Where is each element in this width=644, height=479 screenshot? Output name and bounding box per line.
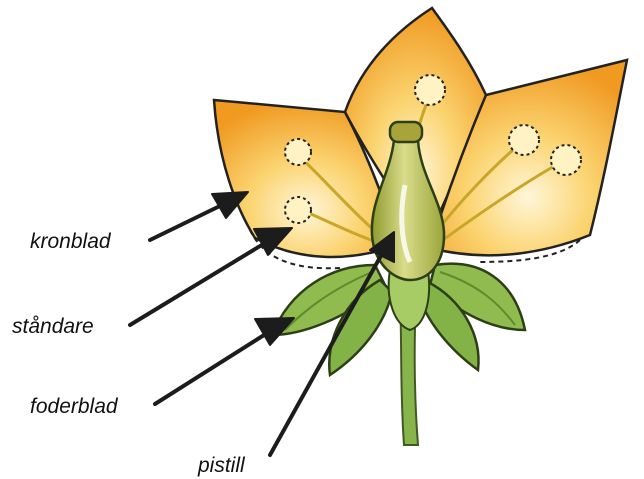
anther-2 <box>285 197 311 223</box>
anther-1 <box>285 139 311 165</box>
label-kronblad: kronblad <box>30 230 112 253</box>
anther-4 <box>509 125 539 155</box>
arrow-pistill <box>270 232 394 455</box>
anther-3 <box>415 75 445 105</box>
arrow-standare <box>130 228 292 325</box>
label-foderblad: foderblad <box>30 395 119 418</box>
label-pistill: pistill <box>197 454 246 477</box>
sepals <box>272 264 525 375</box>
anther-5 <box>551 145 581 175</box>
arrow-kronblad <box>150 192 248 240</box>
label-standare: ståndare <box>12 315 94 338</box>
arrow-foderblad <box>155 318 294 404</box>
